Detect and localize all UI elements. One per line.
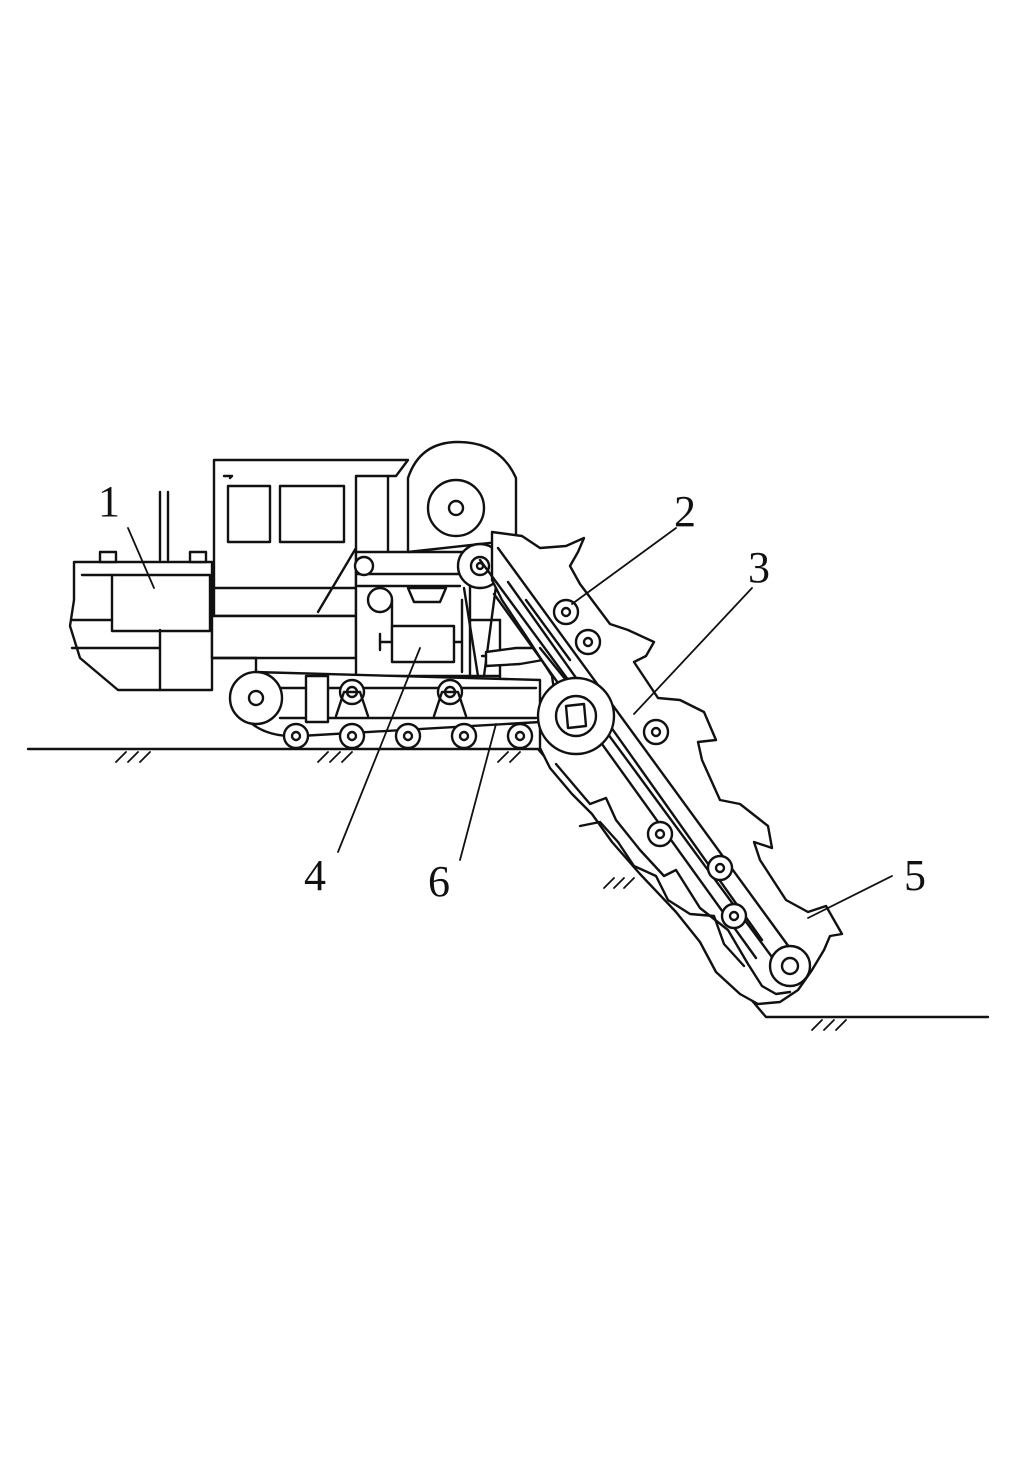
ground xyxy=(26,747,990,1031)
crawler-track xyxy=(228,670,542,750)
engine-unit xyxy=(68,490,214,692)
cab xyxy=(210,458,410,660)
label-2: 2 xyxy=(674,487,696,536)
label-3: 3 xyxy=(748,543,770,592)
label-5: 5 xyxy=(904,851,926,900)
label-6: 6 xyxy=(428,857,450,906)
leader-lines xyxy=(127,527,893,919)
digging-boom xyxy=(478,530,844,1006)
boom-drive-wheel xyxy=(536,676,616,756)
track-rollers xyxy=(282,722,534,750)
label-1: 1 xyxy=(98,477,120,526)
hydraulic-motor xyxy=(378,586,464,664)
boom-rollers xyxy=(552,598,748,930)
upper-drum xyxy=(406,440,518,678)
callout-labels: 1 2 3 4 5 6 xyxy=(98,477,926,906)
label-4: 4 xyxy=(304,851,326,900)
